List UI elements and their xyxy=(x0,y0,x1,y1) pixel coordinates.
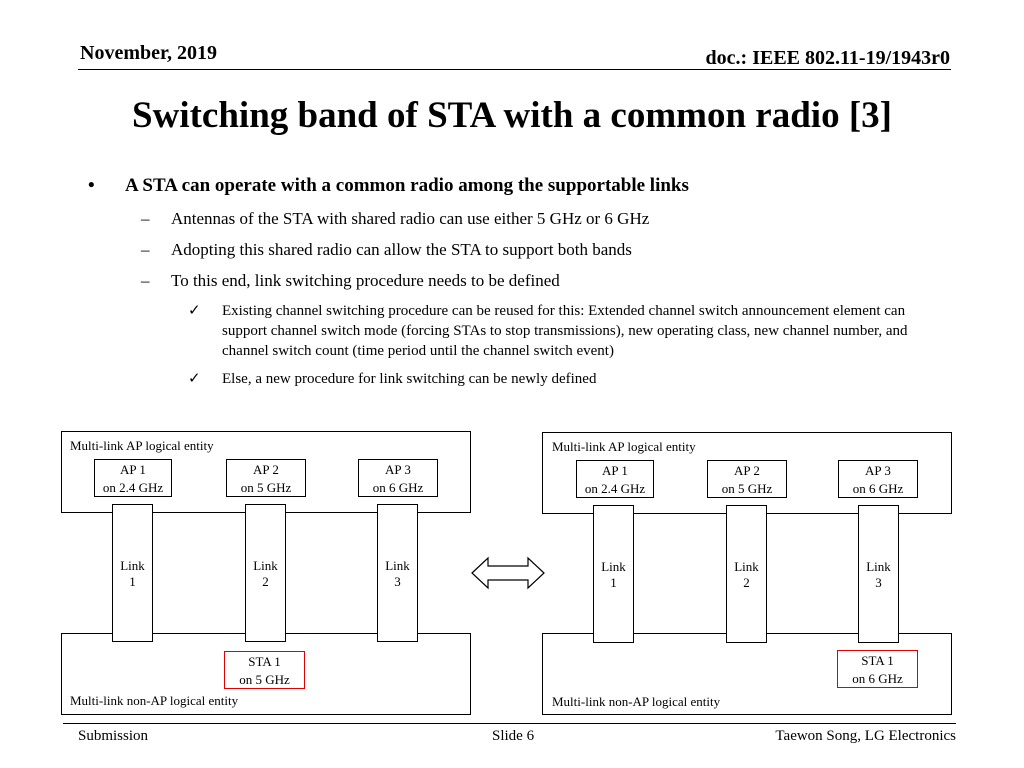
link-label: Link xyxy=(866,559,891,574)
link-2-bar: Link 2 xyxy=(726,505,767,643)
sub-bullet-2: – Adopting this shared radio can allow t… xyxy=(141,240,841,262)
ap-entity-label: Multi-link AP logical entity xyxy=(70,438,214,453)
check-item-text: Existing channel switching procedure can… xyxy=(222,303,908,359)
link-3-bar: Link 3 xyxy=(377,504,418,642)
footer-slide-number: Slide 6 xyxy=(492,728,535,744)
ap-band: on 2.4 GHz xyxy=(584,481,646,496)
ap-1-box: AP 1 on 2.4 GHz xyxy=(94,459,172,497)
ap-entity-label: Multi-link AP logical entity xyxy=(552,439,696,454)
non-ap-entity-label: Multi-link non-AP logical entity xyxy=(70,693,239,708)
sta-name: STA 1 xyxy=(248,654,281,669)
main-bullet-text: A STA can operate with a common radio am… xyxy=(125,175,689,196)
ap-band: on 5 GHz xyxy=(240,480,292,495)
link-1-bar: Link 1 xyxy=(112,504,153,642)
ap-name: AP 2 xyxy=(253,462,279,477)
sta-name: STA 1 xyxy=(861,653,894,668)
header-date: November, 2019 xyxy=(80,42,218,64)
ap-band: on 6 GHz xyxy=(852,481,904,496)
check-item-text: Else, a new procedure for link switching… xyxy=(222,371,597,387)
non-ap-entity-label: Multi-link non-AP logical entity xyxy=(552,694,721,709)
link-label: Link xyxy=(120,558,145,573)
checkmark-icon: ✓ xyxy=(188,303,201,319)
link-label: Link xyxy=(385,558,410,573)
link-1-bar: Link 1 xyxy=(593,505,634,643)
sub-bullet-text: Antennas of the STA with shared radio ca… xyxy=(171,209,650,228)
ap-band: on 2.4 GHz xyxy=(102,480,164,495)
link-label: Link xyxy=(601,559,626,574)
link-number: 2 xyxy=(262,574,269,589)
link-label: Link xyxy=(734,559,759,574)
sta-box: STA 1 on 5 GHz xyxy=(224,651,305,689)
double-arrow-icon xyxy=(471,556,545,590)
dash-icon: – xyxy=(141,209,150,228)
bullet-icon: • xyxy=(88,175,95,196)
ap-name: AP 3 xyxy=(865,463,891,478)
ap-1-box: AP 1 on 2.4 GHz xyxy=(576,460,654,498)
slide-title: Switching band of STA with a common radi… xyxy=(132,95,892,136)
ap-name: AP 1 xyxy=(602,463,628,478)
ap-band: on 6 GHz xyxy=(372,480,424,495)
sta-band: on 6 GHz xyxy=(852,671,903,686)
link-label: Link xyxy=(253,558,278,573)
link-number: 3 xyxy=(394,574,401,589)
sta-box: STA 1 on 6 GHz xyxy=(837,650,918,688)
link-number: 2 xyxy=(743,575,750,590)
ap-2-box: AP 2 on 5 GHz xyxy=(226,459,306,497)
dash-icon: – xyxy=(141,240,150,259)
sub-bullet-1: – Antennas of the STA with shared radio … xyxy=(141,209,841,231)
link-number: 1 xyxy=(610,575,617,590)
ap-name: AP 2 xyxy=(734,463,760,478)
sta-band: on 5 GHz xyxy=(239,672,290,687)
footer-submission: Submission xyxy=(78,728,149,744)
link-number: 3 xyxy=(875,575,882,590)
ap-3-box: AP 3 on 6 GHz xyxy=(838,460,918,498)
ap-3-box: AP 3 on 6 GHz xyxy=(358,459,438,497)
sub-bullet-text: To this end, link switching procedure ne… xyxy=(171,271,560,290)
link-3-bar: Link 3 xyxy=(858,505,899,643)
check-item-2: ✓ Else, a new procedure for link switchi… xyxy=(188,369,938,391)
check-item-1: ✓ Existing channel switching procedure c… xyxy=(188,301,938,363)
header-doc-id: doc.: IEEE 802.11-19/1943r0 xyxy=(705,47,950,69)
dash-icon: – xyxy=(141,271,150,290)
link-number: 1 xyxy=(129,574,136,589)
sub-bullet-3: – To this end, link switching procedure … xyxy=(141,271,841,293)
link-2-bar: Link 2 xyxy=(245,504,286,642)
footer-author: Taewon Song, LG Electronics xyxy=(775,728,956,744)
header-divider xyxy=(78,69,951,70)
checkmark-icon: ✓ xyxy=(188,371,201,387)
footer-divider xyxy=(63,723,956,724)
ap-name: AP 1 xyxy=(120,462,146,477)
ap-band: on 5 GHz xyxy=(721,481,773,496)
ap-2-box: AP 2 on 5 GHz xyxy=(707,460,787,498)
ap-name: AP 3 xyxy=(385,462,411,477)
sub-bullet-text: Adopting this shared radio can allow the… xyxy=(171,240,632,259)
main-bullet: • A STA can operate with a common radio … xyxy=(88,175,888,199)
